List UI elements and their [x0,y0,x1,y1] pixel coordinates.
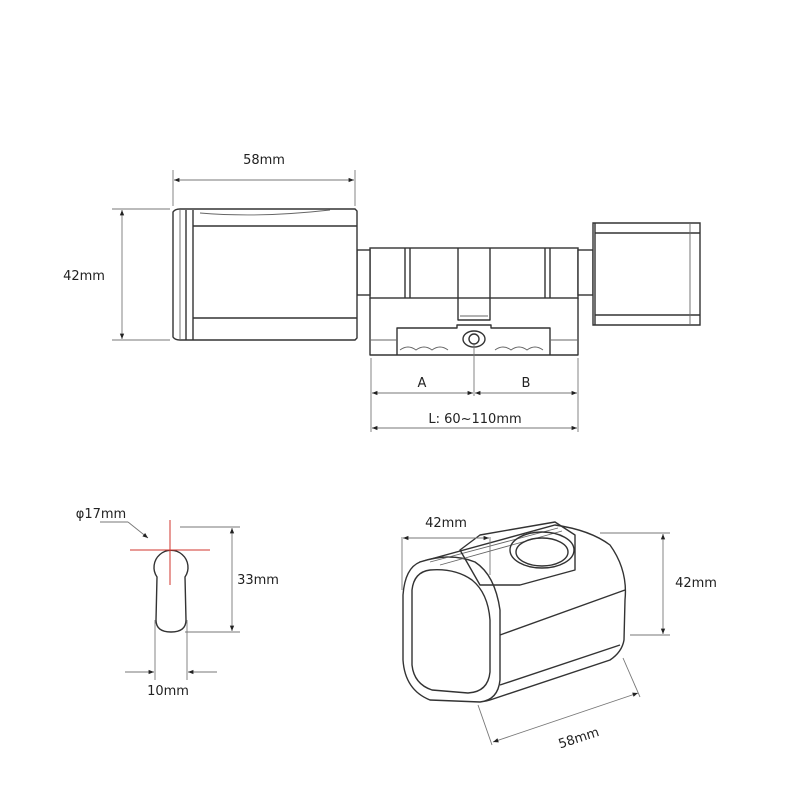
dimension-keyhole: φ17mm 33mm 10mm [76,507,279,699]
iso-lock-body [402,521,627,703]
dimension-58mm-top: 58mm [172,153,356,206]
label-iso-length: 58mm [557,725,601,752]
label-body-width: 58mm [243,153,285,168]
label-side-b: B [522,376,531,391]
label-diameter: φ17mm [76,507,126,522]
dimension-42mm-left: 42mm [63,208,170,341]
smart-lock-body [172,208,358,341]
thumb-turn-knob [592,222,701,326]
label-keyhole-height: 33mm [237,573,279,588]
dimension-a-b: A B L: 60~110mm [370,345,579,432]
label-body-height: 42mm [63,269,105,284]
label-iso-width: 42mm [425,516,467,531]
keyhole-profile [130,520,210,633]
label-total-length: L: 60~110mm [428,412,521,427]
label-iso-height: 42mm [675,576,717,591]
label-keyhole-width: 10mm [147,684,189,699]
label-side-a: A [418,376,427,391]
front-view-lock [172,208,701,356]
cylinder-body [356,247,594,356]
